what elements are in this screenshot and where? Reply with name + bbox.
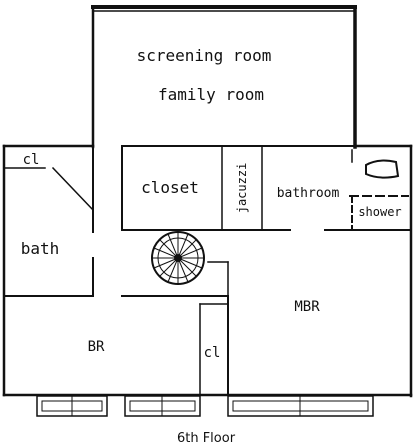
- floor-caption: 6th Floor: [177, 431, 236, 446]
- label-closet: closet: [141, 178, 199, 197]
- window-middle-icon: [124, 395, 201, 417]
- label-closet-small-top: cl: [23, 152, 40, 168]
- toilet-icon: [365, 159, 400, 179]
- label-closet-small-bottom: cl: [204, 345, 221, 361]
- spiral-staircase-icon: [151, 231, 205, 285]
- label-br: BR: [88, 339, 105, 355]
- label-family-room: family room: [158, 85, 264, 104]
- interior-walls: [3, 145, 412, 396]
- label-mbr: MBR: [294, 299, 320, 315]
- window-left-icon: [36, 395, 108, 417]
- label-jacuzzi: jacuzzi: [235, 163, 249, 214]
- label-screening-room: screening room: [137, 46, 272, 65]
- label-bath: bath: [21, 239, 60, 258]
- label-bathroom: bathroom: [277, 186, 340, 201]
- label-shower: shower: [358, 205, 401, 219]
- outer-walls: [2, 5, 413, 398]
- window-right-icon: [227, 395, 374, 417]
